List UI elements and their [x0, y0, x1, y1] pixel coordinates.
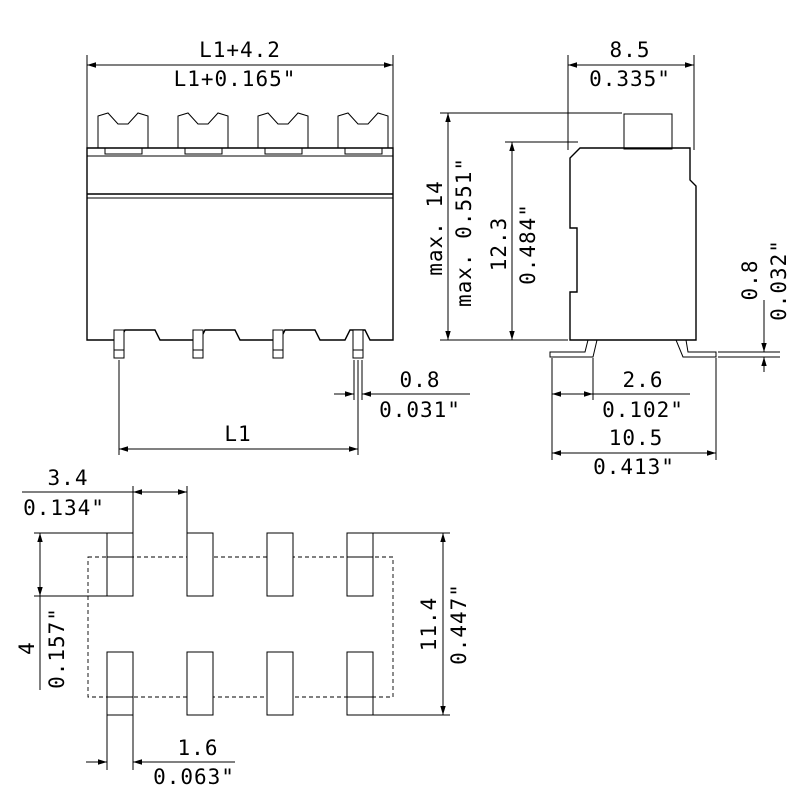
pin-width-in-label: 0.031" [379, 398, 461, 422]
max-height-in-label: max. 0.551" [452, 157, 476, 307]
side-body [569, 147, 697, 341]
max-height-mm-label: max. 14 [423, 180, 447, 276]
latch-side [623, 113, 673, 150]
row-offset-mm-label: 4 [15, 641, 39, 655]
lead-thickness-in-label: 0.032" [767, 239, 791, 321]
pad-width-in-label: 0.063" [153, 765, 235, 789]
pin-width-mm-label: 0.8 [400, 368, 441, 392]
pad-pitch-mm-label: 3.4 [48, 466, 89, 490]
pin-row [113, 329, 364, 359]
footprint-depth-in-label: 0.413" [593, 455, 675, 479]
overall-width-in-label: L1+0.165" [174, 67, 297, 91]
overall-width-mm-label: L1+4.2 [199, 38, 281, 62]
lead-offset-in-label: 0.102" [602, 398, 684, 422]
front-body [86, 147, 394, 341]
front-view: L1+4.2 L1+0.165" [86, 38, 470, 455]
lead-offset-mm-label: 2.6 [623, 368, 664, 392]
footprint-depth-mm-label: 10.5 [609, 426, 664, 450]
pad-pitch-in-label: 0.134" [23, 496, 105, 520]
height-in-label: 0.484" [516, 203, 540, 285]
pitch-label: L1 [224, 422, 251, 446]
side-view: 8.5 0.335" max. 14 max. 0.551" 12.3 0.48… [423, 38, 791, 479]
lead-thickness-mm-label: 0.8 [738, 260, 762, 301]
pad-width-mm-label: 1.6 [178, 736, 219, 760]
depth-in-label: 0.335" [589, 67, 671, 91]
pcb-layout: 3.4 0.134" 4 0.157" 11.4 0.447" 1.6 0.06… [15, 466, 471, 789]
row-span-in-label: 0.447" [447, 583, 471, 665]
row-offset-in-label: 0.157" [45, 607, 69, 689]
height-mm-label: 12.3 [487, 217, 511, 272]
depth-mm-label: 8.5 [610, 38, 651, 62]
row-span-mm-label: 11.4 [417, 597, 441, 652]
outline-dashed [87, 556, 394, 698]
